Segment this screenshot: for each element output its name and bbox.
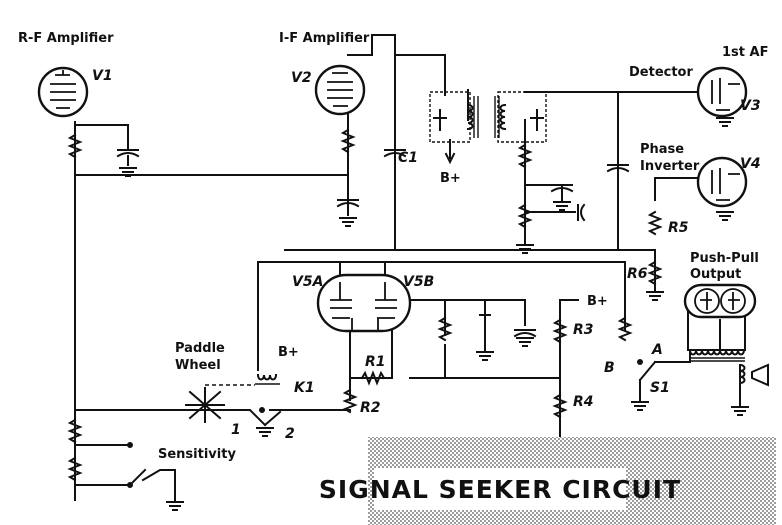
tube-v2 <box>314 64 366 116</box>
ref-r4: R4 <box>573 394 594 410</box>
ref-r1: R1 <box>365 354 386 370</box>
ref-v1: V1 <box>92 68 113 84</box>
resistors <box>67 128 663 482</box>
label-bplus-r3: B+ <box>587 294 608 309</box>
title-banner: SIGNAL SEEKER CIRCUIT <box>319 437 776 525</box>
label-sensitivity: Sensitivity <box>158 447 236 462</box>
ref-v5b: V5B <box>403 274 434 290</box>
ref-r6: R6 <box>627 266 648 282</box>
label-point-b: B <box>604 360 615 376</box>
text-labels: R-F Amplifier I-F Amplifier Detector 1st… <box>18 31 768 462</box>
label-output: Output <box>690 267 741 282</box>
tube-v3 <box>696 66 748 118</box>
label-wheel: Wheel <box>175 358 221 373</box>
label-phase: Phase <box>640 142 684 157</box>
label-detector: Detector <box>629 65 693 80</box>
ref-v5a: V5A <box>292 274 323 290</box>
ref-r5: R5 <box>668 220 689 236</box>
tubes <box>37 64 757 333</box>
paddle-wheel <box>185 387 225 423</box>
label-point-a: A <box>651 342 663 358</box>
ref-r2: R2 <box>360 400 381 416</box>
tube-v5 <box>316 273 412 333</box>
label-switch-2: 2 <box>285 426 295 442</box>
output-transformer <box>688 348 769 387</box>
ref-k1: K1 <box>294 380 315 396</box>
capacitors <box>116 149 630 338</box>
ref-s1: S1 <box>650 380 670 396</box>
label-inverter: Inverter <box>640 159 700 174</box>
label-switch-1: 1 <box>231 422 241 438</box>
label-bplus-if: B+ <box>440 171 461 186</box>
banner-title: SIGNAL SEEKER CIRCUIT <box>319 475 681 504</box>
reference-designators: V1 V2 V3 V4 V5A V5B C1 K1 R1 R2 R3 R4 R5… <box>92 68 761 416</box>
label-if-amplifier: I-F Amplifier <box>279 31 370 46</box>
label-paddle: Paddle <box>175 341 225 356</box>
tube-v4 <box>696 156 748 208</box>
relay-k1 <box>205 373 280 386</box>
label-bplus-k1: B+ <box>278 345 299 360</box>
switches <box>127 359 657 488</box>
tube-v1 <box>37 66 89 118</box>
ref-v4: V4 <box>740 156 761 172</box>
label-first-af: 1st AF <box>722 45 768 60</box>
ref-v2: V2 <box>291 70 312 86</box>
ref-r3: R3 <box>573 322 594 338</box>
ref-v3: V3 <box>740 98 761 114</box>
label-rf-amplifier: R-F Amplifier <box>18 31 114 46</box>
label-push-pull: Push-Pull <box>690 251 759 266</box>
ref-c1: C1 <box>398 150 418 166</box>
push-pull-tubes <box>683 283 757 319</box>
if-transformers <box>429 91 547 165</box>
